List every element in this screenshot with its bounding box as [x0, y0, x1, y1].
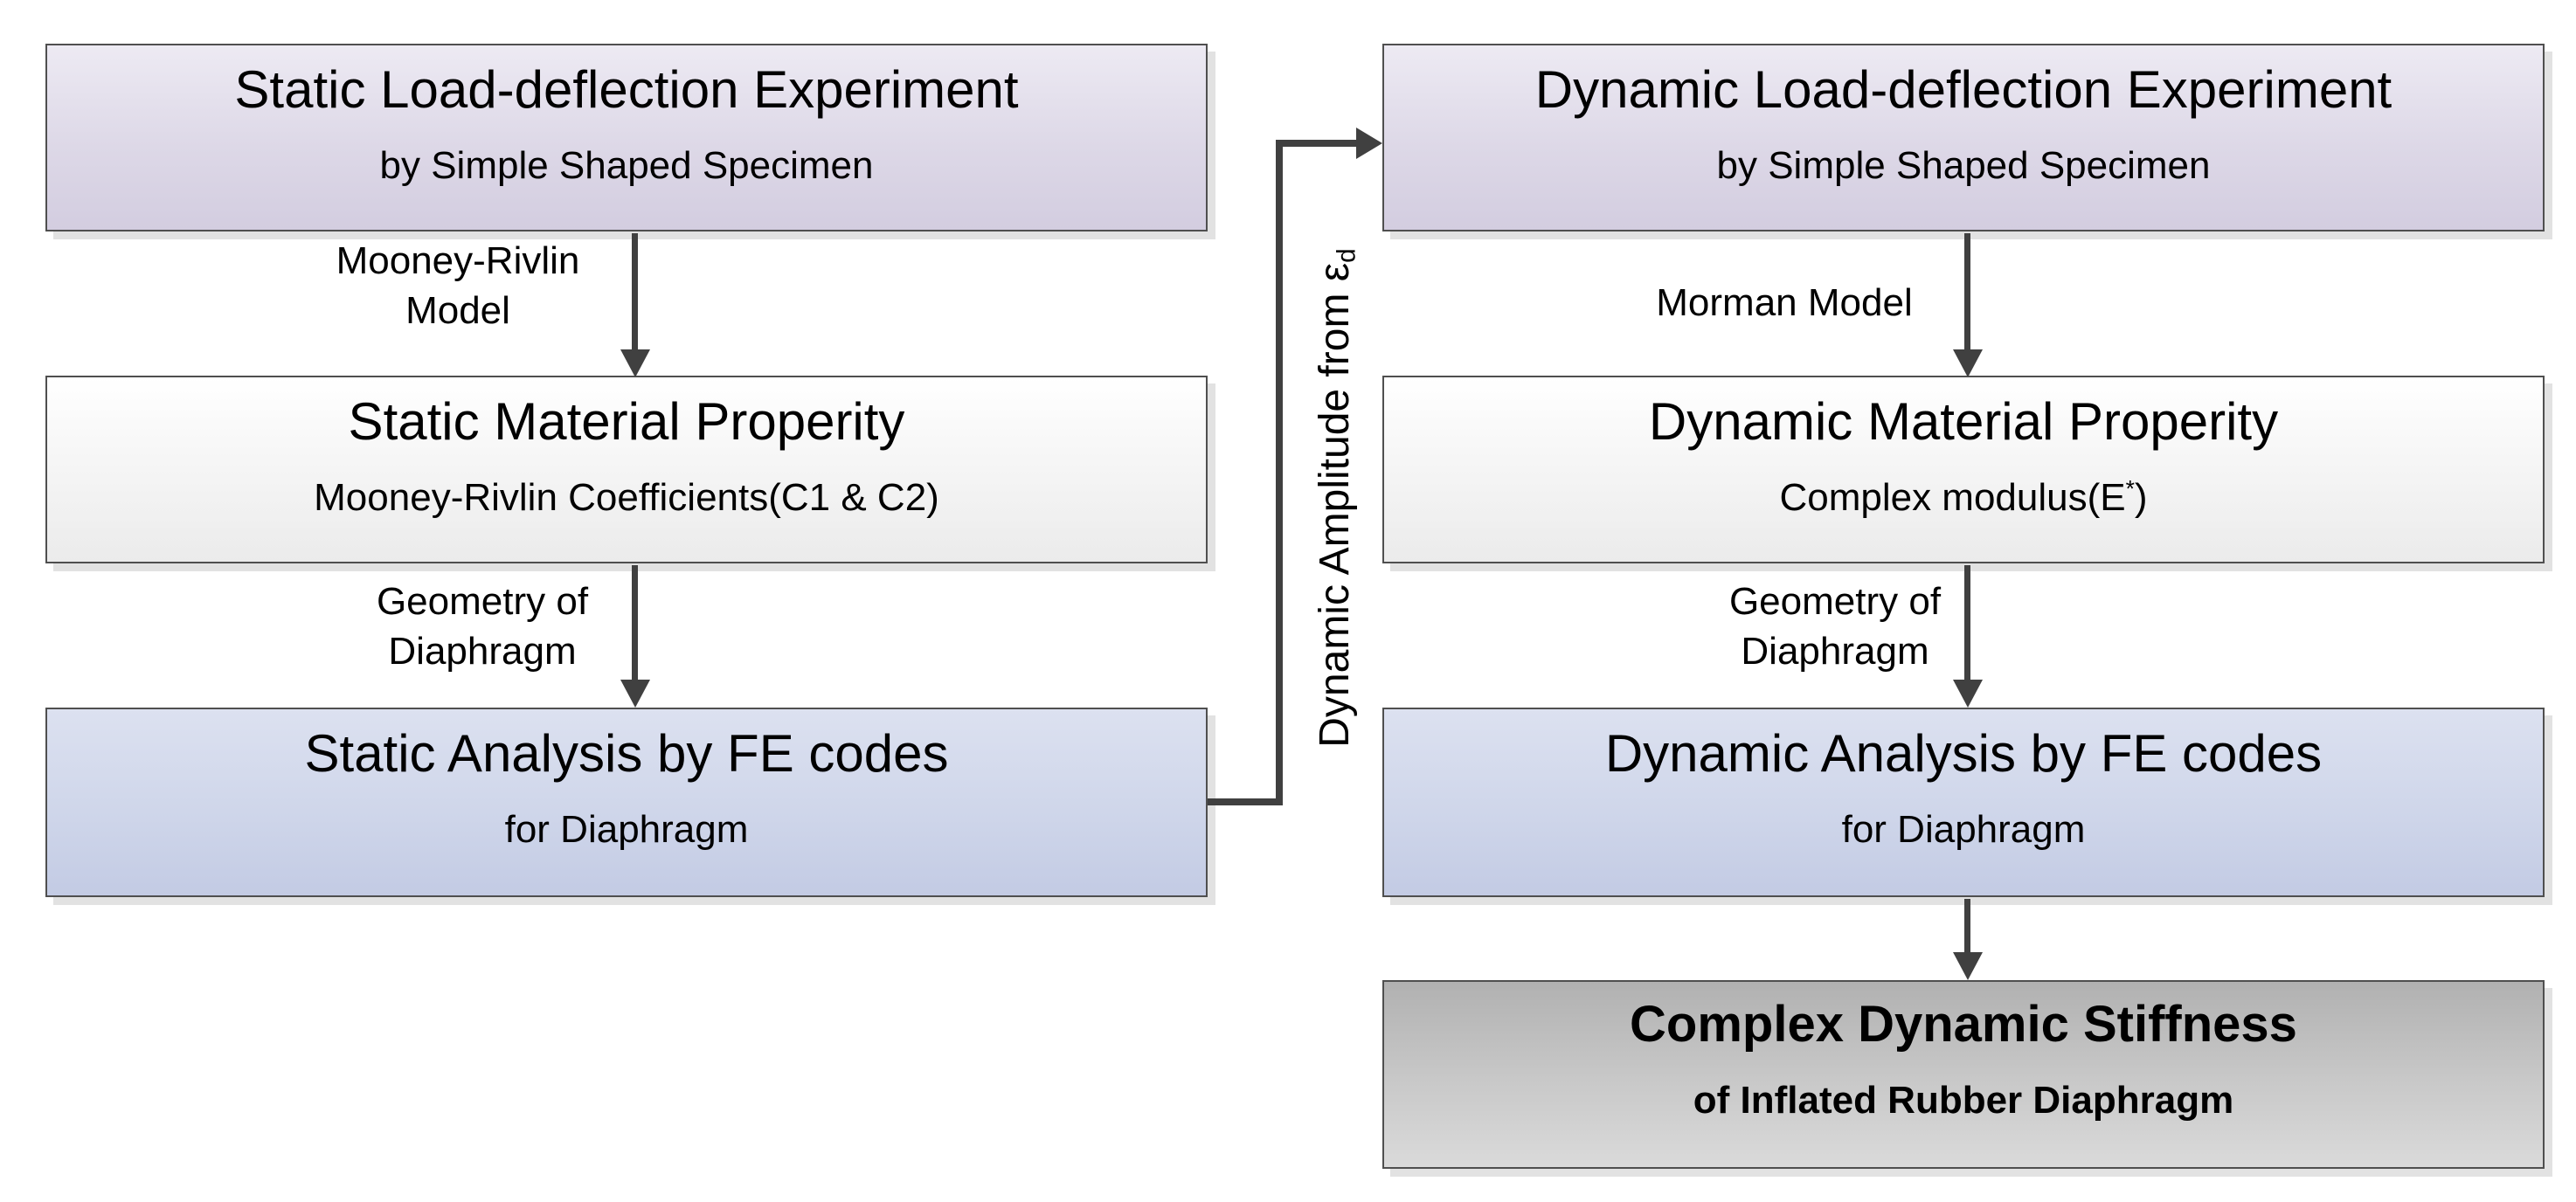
label-line: Geometry of — [1728, 580, 1942, 623]
label-geometry-of-diaphragm-right: Geometry of Diaphragm — [1660, 577, 2010, 676]
arrow-head-icon — [620, 349, 650, 377]
label-line: Mooney-Rivlin — [336, 239, 580, 282]
box-title: Dynamic Load-deflection Experiment — [1534, 60, 2392, 119]
arrow-head-icon — [1953, 680, 1983, 708]
label-line: Geometry of — [376, 580, 589, 623]
arrow-stem — [632, 233, 638, 351]
label-morman-model: Morman Model — [1566, 278, 2003, 328]
box-subtitle: by Simple Shaped Specimen — [1716, 144, 2211, 187]
box-subtitle: by Simple Shaped Specimen — [379, 144, 874, 187]
arrow-stem — [1964, 233, 1970, 351]
connector-segment-bottom — [1208, 798, 1283, 805]
arrow-stem — [1964, 899, 1970, 954]
box-complex-dynamic-stiffness: Complex Dynamic Stiffness of Inflated Ru… — [1382, 980, 2545, 1169]
label-dynamic-amplitude: Dynamic Amplitude from εd — [1311, 192, 1361, 804]
label-line: Diaphragm — [388, 630, 577, 674]
box-title: Static Analysis by FE codes — [304, 724, 949, 783]
box-title: Static Material Properity — [348, 392, 905, 451]
label-text: Dynamic Amplitude from ε — [1312, 262, 1358, 748]
box-subtitle: Mooney-Rivlin Coefficients(C1 & C2) — [314, 476, 939, 519]
box-subtitle: for Diaphragm — [504, 808, 749, 851]
arrow-head-icon — [1356, 128, 1382, 159]
box-title: Static Load-deflection Experiment — [234, 60, 1019, 119]
box-dynamic-analysis: Dynamic Analysis by FE codes for Diaphra… — [1382, 708, 2545, 897]
subtitle-text: Complex modulus(E — [1779, 476, 2126, 519]
connector-segment-vertical — [1276, 140, 1283, 805]
superscript-star: * — [2125, 475, 2135, 502]
box-static-analysis: Static Analysis by FE codes for Diaphrag… — [45, 708, 1208, 897]
box-dynamic-load-deflection-experiment: Dynamic Load-deflection Experiment by Si… — [1382, 44, 2545, 231]
box-title: Dynamic Analysis by FE codes — [1604, 724, 2323, 783]
box-title: Complex Dynamic Stiffness — [1630, 996, 2297, 1053]
label-geometry-of-diaphragm-left: Geometry of Diaphragm — [308, 577, 657, 676]
box-subtitle: of Inflated Rubber Diaphragm — [1693, 1078, 2234, 1122]
label-line: Morman Model — [1656, 281, 1913, 324]
box-static-material-property: Static Material Properity Mooney-Rivlin … — [45, 376, 1208, 563]
label-line: Model — [405, 289, 510, 333]
box-subtitle: Complex modulus(E*) — [1779, 476, 2147, 521]
connector-segment-top — [1276, 140, 1356, 147]
arrow-head-icon — [620, 680, 650, 708]
box-title: Dynamic Material Properity — [1648, 392, 2279, 451]
label-line: Diaphragm — [1741, 630, 1929, 674]
arrow-stem — [1964, 565, 1970, 681]
arrow-head-icon — [1953, 952, 1983, 980]
label-subscript: d — [1332, 248, 1361, 263]
box-subtitle: for Diaphragm — [1841, 808, 2086, 851]
subtitle-text-end: ) — [2134, 476, 2148, 519]
arrow-stem — [632, 565, 638, 681]
box-dynamic-material-property: Dynamic Material Properity Complex modul… — [1382, 376, 2545, 563]
arrow-head-icon — [1953, 349, 1983, 377]
box-static-load-deflection-experiment: Static Load-deflection Experiment by Sim… — [45, 44, 1208, 231]
label-mooney-rivlin-model: Mooney-Rivlin Model — [283, 236, 633, 335]
